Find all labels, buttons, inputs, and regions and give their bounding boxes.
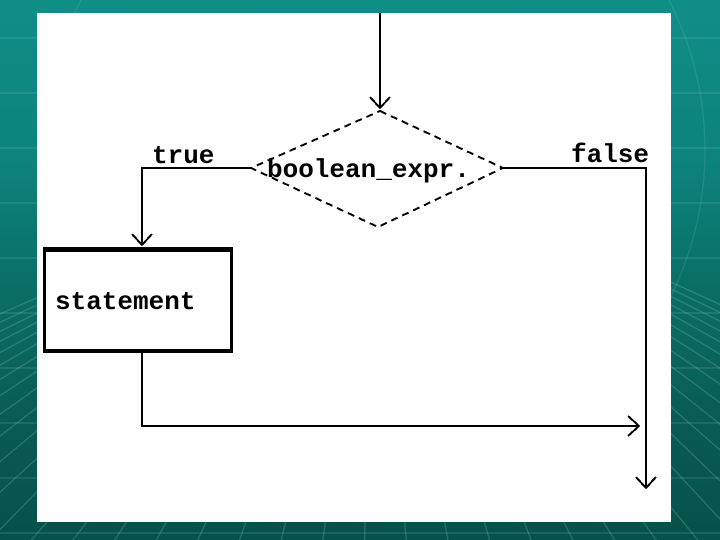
exit-arrowhead-icon <box>635 476 657 490</box>
false-branch-line <box>503 167 647 487</box>
decision-label: boolean_expr. <box>267 155 470 185</box>
entry-arrowhead-icon <box>369 96 391 110</box>
false-branch-label: false <box>571 140 650 170</box>
merge-arrowhead-icon <box>627 415 641 437</box>
decision-diamond <box>248 109 506 229</box>
true-branch-line <box>141 167 251 244</box>
true-arrowhead-icon <box>131 233 153 247</box>
process-box <box>43 247 233 353</box>
process-label: statement <box>55 287 196 317</box>
true-branch-label: true <box>152 141 215 171</box>
merge-line <box>141 353 638 427</box>
